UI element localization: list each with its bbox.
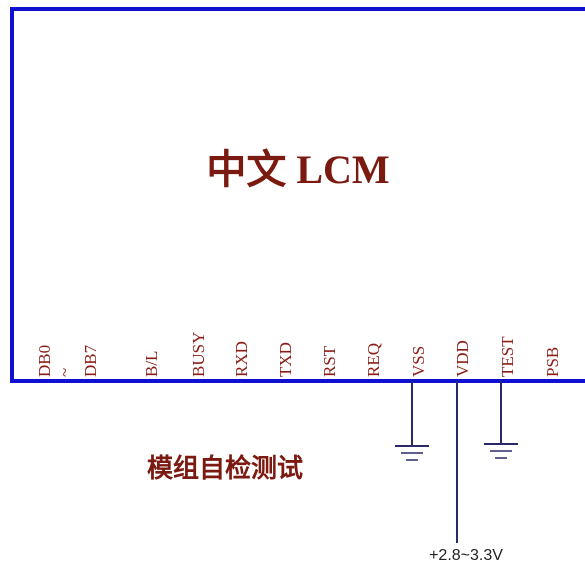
pin-label-tilde: ~: [55, 368, 74, 377]
pin-label-db0: DB0: [35, 345, 54, 377]
pin-labels: DB0 ~ DB7 B/L BUSY RXD TXD RST REQ VSS V…: [35, 332, 562, 377]
pin-label-vdd: VDD: [453, 340, 472, 377]
module-title: 中文 LCM: [206, 147, 389, 192]
pin-label-db7: DB7: [81, 344, 100, 377]
ground-symbol-test: [484, 443, 518, 459]
pin-label-req: REQ: [364, 343, 383, 377]
pin-label-test: TEST: [498, 336, 517, 377]
pin-label-txd: TXD: [276, 342, 295, 377]
pin-label-rxd: RXD: [232, 341, 251, 377]
self-test-caption: 模组自检测试: [147, 453, 303, 484]
test-ground-connection: [484, 381, 518, 459]
supply-voltage-label: +2.8~3.3V: [429, 547, 503, 564]
lcm-module-frame: [10, 7, 585, 383]
pin-label-busy: BUSY: [189, 332, 208, 377]
vss-ground-connection: [395, 381, 429, 461]
pin-label-rst: RST: [320, 345, 339, 377]
ground-symbol-vss: [395, 445, 429, 461]
pin-label-vss: VSS: [409, 346, 428, 377]
pin-label-psb: PSB: [543, 347, 562, 377]
pin-label-bl: B/L: [142, 351, 161, 377]
